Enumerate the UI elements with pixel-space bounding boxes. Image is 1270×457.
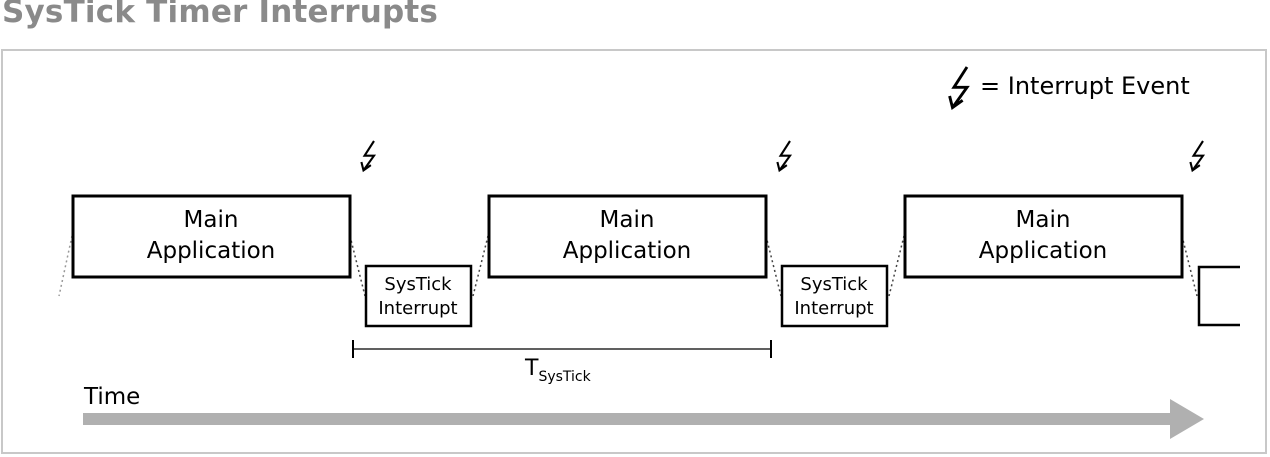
main-application-block-3 bbox=[903, 194, 1184, 279]
systick-interrupt-block-2 bbox=[780, 264, 889, 328]
time-label: Time bbox=[84, 384, 141, 410]
systick-interrupt-block-1 bbox=[364, 264, 473, 328]
period-subscript: SysTick bbox=[538, 369, 591, 385]
diagram-title: SysTick Timer Interrupts bbox=[2, 0, 439, 30]
period-label: TSysTick bbox=[525, 356, 591, 385]
lightning-bolt-icon bbox=[776, 139, 792, 172]
legend-lightning-bolt-icon bbox=[948, 65, 969, 110]
diagram-frame bbox=[1, 49, 1267, 454]
partial-interrupt-block bbox=[1197, 265, 1240, 327]
period-main: T bbox=[525, 356, 539, 381]
main-application-block-2 bbox=[487, 194, 768, 279]
lightning-bolt-icon bbox=[1189, 139, 1205, 172]
time-arrow bbox=[83, 399, 1204, 439]
transition-lines bbox=[58, 235, 1198, 297]
lightning-bolt-icon bbox=[360, 139, 376, 172]
legend-text: = Interrupt Event bbox=[980, 72, 1190, 100]
main-application-block-1 bbox=[71, 194, 352, 279]
period-bracket bbox=[352, 340, 772, 358]
